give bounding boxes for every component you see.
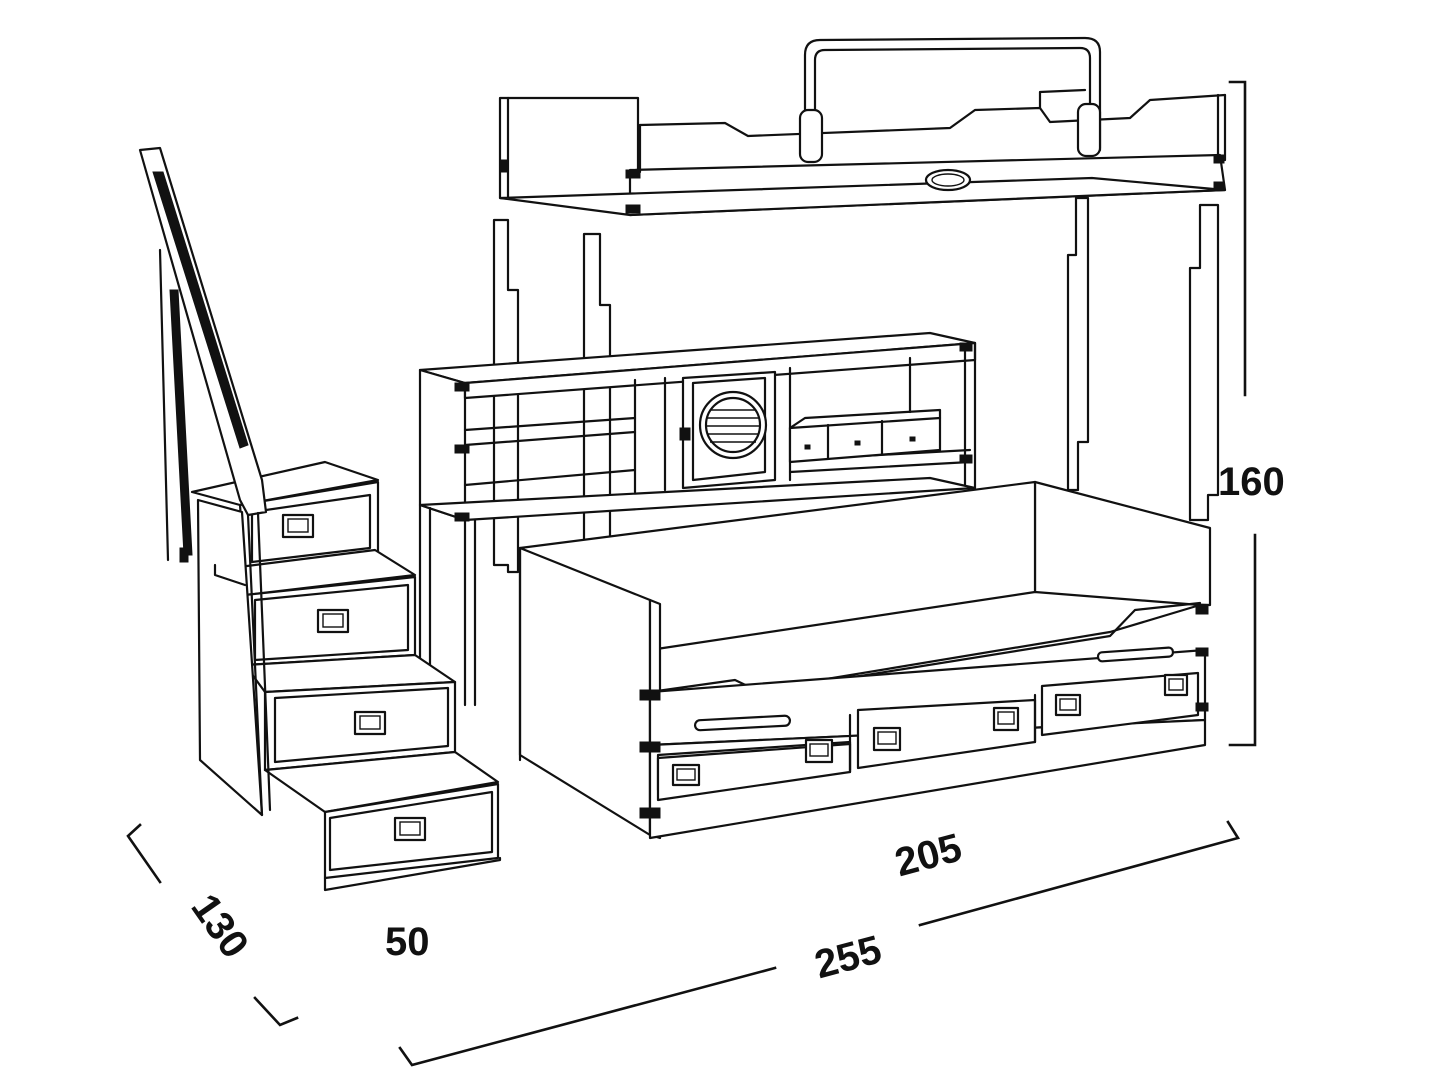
dimension-lines	[126, 80, 1257, 1067]
brass-corner-icon	[639, 605, 1209, 819]
cup-handle-icon	[671, 673, 1189, 787]
total-length-label: 255	[810, 928, 886, 988]
height-label: 160	[1218, 460, 1285, 504]
stairs	[138, 146, 502, 892]
upper-bunk	[498, 36, 1227, 217]
bed-posts	[492, 196, 1220, 624]
lower-bed	[518, 480, 1212, 840]
stairs-width-label: 50	[385, 920, 430, 964]
bed-length-label: 205	[890, 826, 966, 886]
shelf-unit	[418, 331, 977, 707]
depth-label: 130	[183, 886, 257, 966]
porthole-icon	[706, 409, 760, 443]
